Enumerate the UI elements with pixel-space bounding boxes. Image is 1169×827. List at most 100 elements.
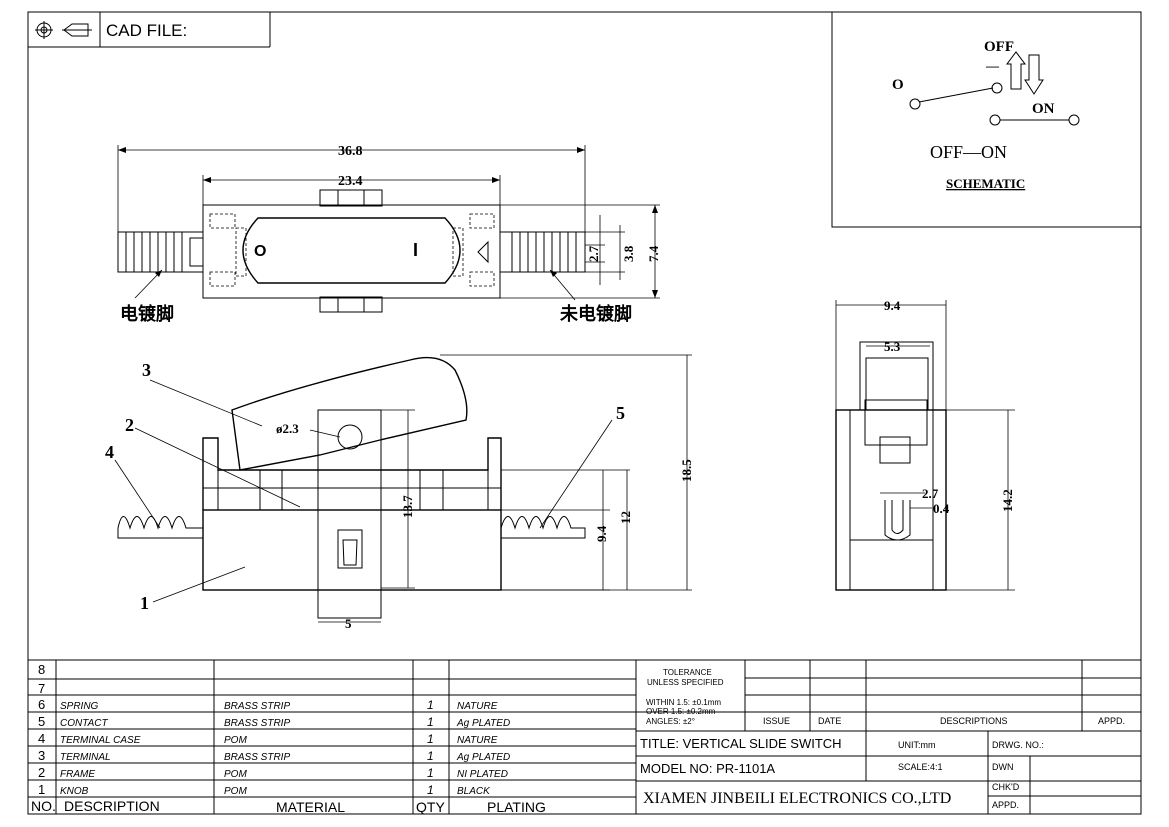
model-number: MODEL NO: PR-1101A (640, 761, 775, 776)
bom-cell-qty: 1 (427, 749, 434, 763)
schematic-o-label: O (892, 77, 904, 93)
bom-cell-qty: 1 (427, 783, 434, 797)
callout-3: 3 (142, 360, 151, 380)
bom-cell-no: 7 (38, 681, 45, 696)
bom-cell-plating: NATURE (457, 701, 498, 712)
bom-header-material: MATERIAL (276, 799, 345, 815)
end-dim-0-4: 0.4 (933, 501, 950, 516)
callout-1: 1 (140, 593, 149, 613)
dim-5: 5 (345, 616, 352, 631)
dim-23-4: 23.4 (338, 174, 363, 189)
schematic-on-label: ON (1032, 101, 1055, 117)
dim-2-7: 2.7 (586, 245, 601, 262)
sheet-border (27, 11, 1142, 815)
dim-36-8: 36.8 (338, 144, 363, 159)
tolerance-line-1: TOLERANCE (663, 668, 712, 677)
callout-2: 2 (125, 415, 134, 435)
bom-cell-material: POM (224, 769, 247, 780)
end-dim-5-3: 5.3 (884, 339, 901, 354)
left-terminal (117, 231, 204, 273)
dia-label: ø2.3 (276, 421, 299, 436)
schematic-off-on-label: OFF—ON (930, 142, 1007, 162)
dim-12: 12 (618, 511, 633, 524)
callout-5: 5 (616, 403, 625, 423)
bom-cell-plating: Ag PLATED (456, 718, 510, 729)
bom-cell-plating: Ag PLATED (456, 752, 510, 763)
schematic-box: OFF — O ON OFF—ON SCHEMATIC (831, 11, 1142, 228)
appd-signoff-label: APPD. (992, 800, 1019, 810)
bom-cell-desc: KNOB (60, 786, 89, 797)
bom-header-plating: PLATING (487, 799, 546, 815)
end-dim-14-2: 14.2 (1000, 489, 1015, 512)
bom-header-no: NO. (31, 798, 56, 814)
right-terminal (477, 231, 586, 273)
bom-header-qty: QTY (416, 799, 445, 815)
bom-header-row: NO. DESCRIPTION MATERIAL QTY PLATING (31, 798, 546, 815)
dim-9-4: 9.4 (594, 525, 609, 542)
dwn-label: DWN (992, 762, 1014, 772)
top-view: 36.8 23.4 O I (117, 144, 661, 324)
bom-cell-desc: FRAME (60, 769, 95, 780)
bom-cell-qty: 1 (427, 732, 434, 746)
bom-cell-material: POM (224, 735, 247, 746)
dim-3-8: 3.8 (621, 245, 636, 262)
bom-cell-plating: NI PLATED (457, 769, 508, 780)
bom-cell-plating: NATURE (457, 735, 498, 746)
schematic-off-label: OFF (984, 39, 1014, 55)
bom-cell-desc: TERMINAL (60, 752, 111, 763)
unit-label: UNIT:mm (898, 740, 936, 750)
bom-cell-no: 6 (38, 697, 45, 712)
tolerance-within: WITHIN 1.5: ±0.1mm (646, 698, 721, 707)
bom-cell-no: 4 (38, 731, 45, 746)
company-name: XIAMEN JINBEILI ELECTRONICS CO.,LTD (643, 790, 951, 807)
tolerance-over: OVER 1.5: ±0.2mm (646, 707, 716, 716)
tolerance-line-2: UNLESS SPECIFIED (647, 678, 724, 687)
bom-cell-no: 3 (38, 748, 45, 763)
bom-cell-material: BRASS STRIP (224, 701, 290, 712)
bom-cell-desc: TERMINAL CASE (60, 735, 141, 746)
dim-7-4: 7.4 (646, 245, 661, 262)
chkd-label: CHK'D (992, 782, 1020, 792)
bom-header-description: DESCRIPTION (64, 798, 160, 814)
end-dim-9-4: 9.4 (884, 298, 901, 313)
bom-cell-no: 2 (38, 765, 45, 780)
bom-cell-no: 5 (38, 714, 45, 729)
dim-18-5: 18.5 (679, 459, 694, 482)
bom-cell-qty: 1 (427, 766, 434, 780)
title-block: TOLERANCE UNLESS SPECIFIED WITHIN 1.5: ±… (636, 660, 1141, 814)
bom-cell-material: POM (224, 786, 247, 797)
bom-cell-qty: 1 (427, 698, 434, 712)
unplated-pin-label: 未电镀脚 (560, 303, 632, 324)
scale-label: SCALE:4:1 (898, 762, 943, 772)
bom-cell-desc: SPRING (60, 701, 99, 712)
bom-table (28, 659, 1141, 814)
mark-i: I (413, 240, 418, 260)
mark-o: O (254, 243, 266, 260)
date-header: DATE (818, 716, 841, 726)
drawing-title: TITLE: VERTICAL SLIDE SWITCH (640, 736, 842, 751)
descriptions-header: DESCRIPTIONS (940, 716, 1008, 726)
end-dim-2-7: 2.7 (922, 486, 939, 501)
plated-pin-label: 电镀脚 (120, 303, 174, 324)
bom-cell-material: BRASS STRIP (224, 718, 290, 729)
side-view: 13.7 9.4 12 18.5 5 3 2 4 5 1 ø2.3 (105, 354, 694, 631)
end-view: 9.4 5.3 14.2 2.7 0.4 (835, 298, 1015, 591)
arrow-down-icon (1024, 54, 1044, 95)
dim-13-7: 13.7 (400, 495, 415, 518)
bom-cell-desc: CONTACT (60, 718, 108, 729)
cad-file-label: CAD FILE: (106, 21, 187, 40)
arrow-up-icon (1006, 51, 1026, 90)
projection-symbol-icon (35, 21, 92, 39)
drwg-no-label: DRWG. NO.: (992, 740, 1044, 750)
schematic-dash: — (985, 58, 1000, 73)
bom-cell-qty: 1 (427, 715, 434, 729)
cad-file-header: CAD FILE: (28, 12, 271, 48)
bom-cell-plating: BLACK (457, 786, 491, 797)
bom-cell-no: 1 (38, 782, 45, 797)
callout-4: 4 (105, 442, 114, 462)
issue-header: ISSUE (763, 716, 790, 726)
appd-header: APPD. (1098, 716, 1125, 726)
bom-cell-no: 8 (38, 662, 45, 677)
